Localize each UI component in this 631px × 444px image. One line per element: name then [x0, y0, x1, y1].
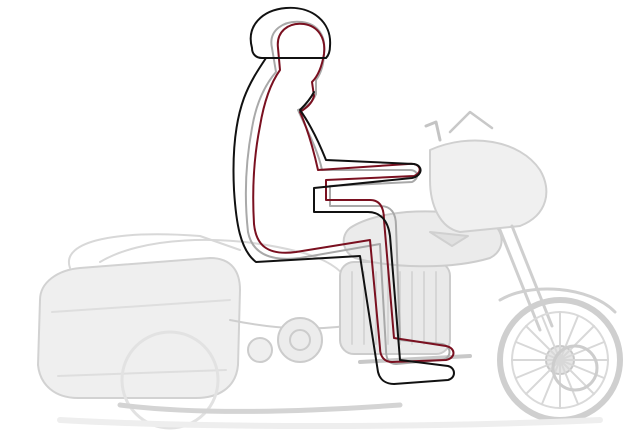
- front-wheel: [500, 300, 620, 420]
- rear-saddlebag: [38, 258, 240, 398]
- front-fairing: [430, 140, 546, 232]
- mirror: [426, 122, 440, 140]
- windscreen: [450, 112, 492, 132]
- ground-shadow: [60, 420, 600, 426]
- engine: [248, 262, 450, 362]
- exhaust-pipe: [120, 405, 400, 411]
